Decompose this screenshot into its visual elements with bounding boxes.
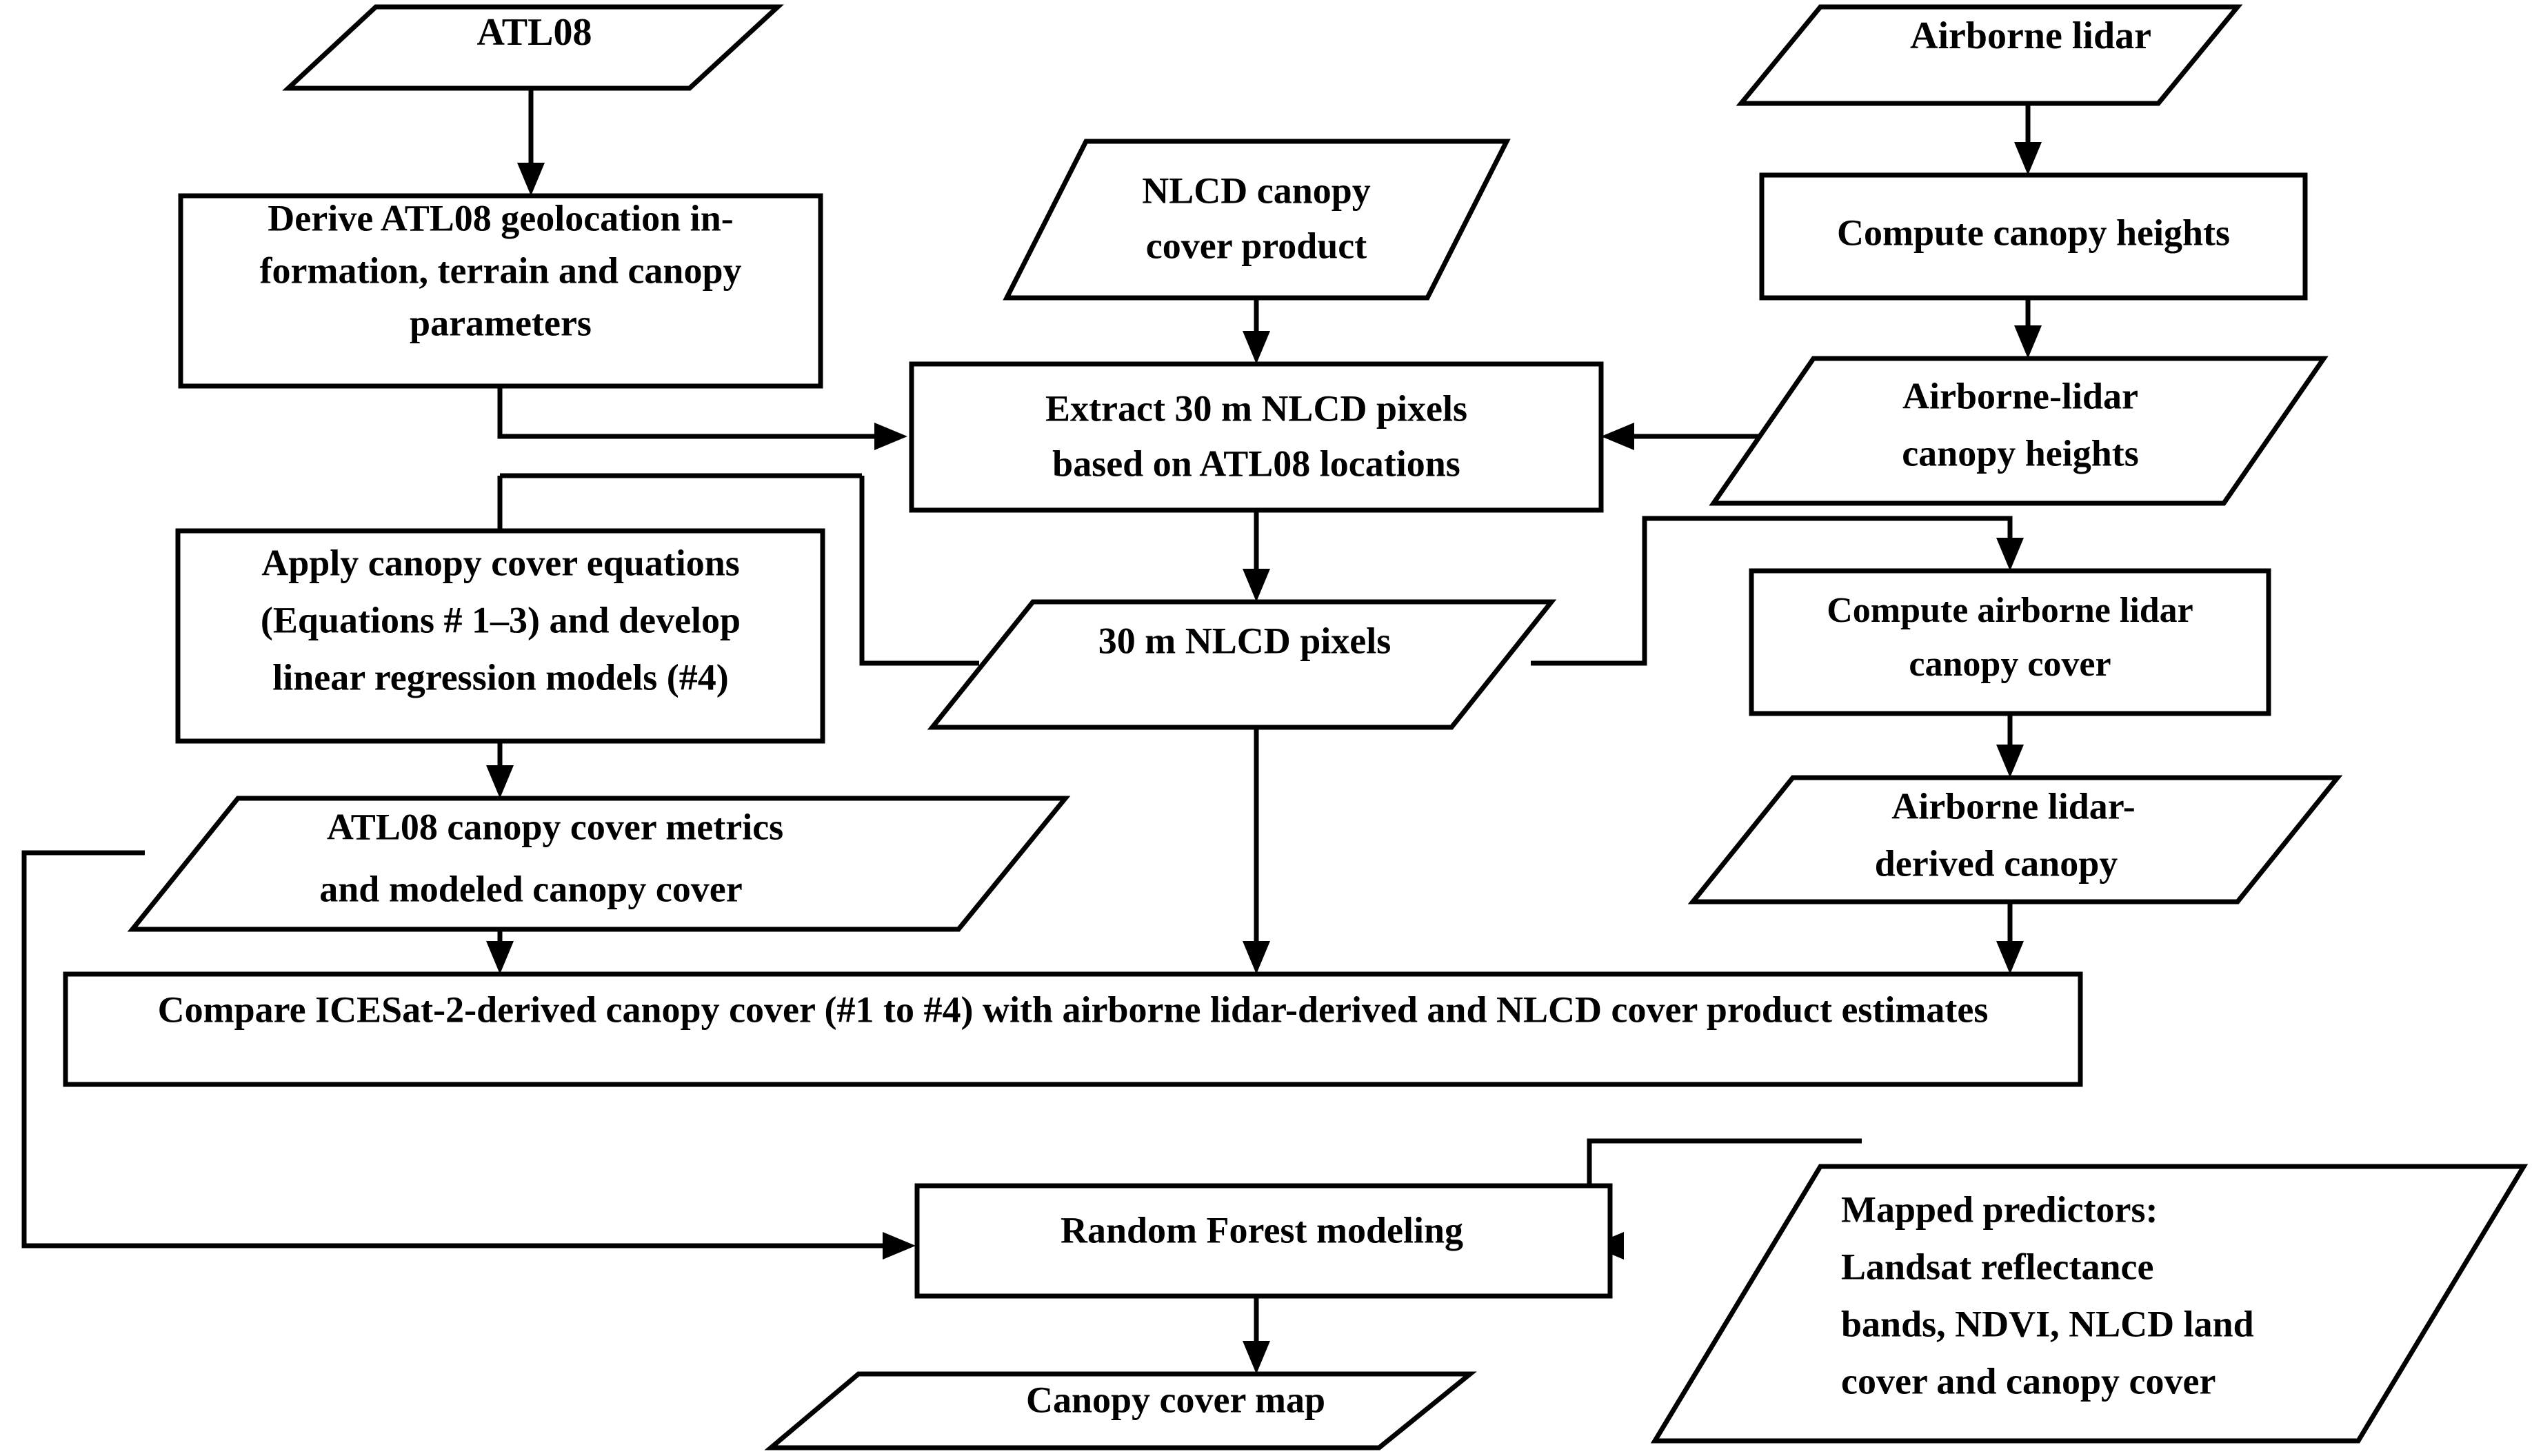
node-airborne-lidar-input-label: Airborne lidar	[1910, 14, 2151, 57]
node-mapped-predictors-line4: cover and canopy cover	[1841, 1360, 2216, 1402]
edge-derived-to-compare	[1996, 902, 2024, 974]
node-apply-equations[interactable]: Apply canopy cover equations (Equations …	[175, 528, 825, 744]
node-derive-geolocation-line1: Derive ATL08 geolocation in-	[268, 197, 733, 239]
edge-nlcd-pixels-to-apply	[859, 476, 979, 666]
edge-heights-to-lidar-heights	[2014, 298, 2042, 358]
node-atl08-input[interactable]: ATL08	[282, 4, 784, 91]
node-airborne-lidar-heights[interactable]: Airborne-lidar canopy heights	[1709, 356, 2329, 506]
node-mapped-predictors-line1: Mapped predictors:	[1841, 1189, 2158, 1230]
node-canopy-cover-map[interactable]: Canopy cover map	[764, 1371, 1477, 1450]
edge-compute-cover-to-derived	[1996, 714, 2024, 778]
node-airborne-lidar-heights-line1: Airborne-lidar	[1902, 375, 2138, 416]
node-airborne-lidar-derived-canopy[interactable]: Airborne lidar- derived canopy	[1687, 775, 2343, 904]
node-random-forest-modeling-label: Random Forest modeling	[1061, 1209, 1463, 1251]
node-airborne-lidar-derived-canopy-line1: Airborne lidar-	[1891, 785, 2135, 827]
node-apply-equations-line1: Apply canopy cover equations	[261, 542, 740, 583]
node-airborne-lidar-derived-canopy-line2: derived canopy	[1875, 842, 2118, 884]
node-apply-equations-line2: (Equations # 1–3) and develop	[261, 599, 741, 640]
node-apply-equations-line3: linear regression models (#4)	[272, 656, 728, 698]
edge-derive-to-extract	[497, 386, 907, 450]
edge-apply-to-metrics	[486, 741, 514, 798]
node-derive-geolocation-line3: parameters	[410, 302, 592, 343]
edge-extract-to-nlcd-pixels	[1243, 510, 1270, 602]
node-mapped-predictors-line2: Landsat reflectance	[1841, 1246, 2153, 1287]
node-compute-lidar-canopy-cover[interactable]: Compute airborne lidar canopy cover	[1749, 568, 2271, 716]
edge-nlcd-pixels-to-compare	[1243, 727, 1270, 974]
node-nlcd-canopy-product[interactable]: NLCD canopy cover product	[1003, 139, 1511, 301]
node-extract-nlcd-pixels[interactable]: Extract 30 m NLCD pixels based on ATL08 …	[909, 361, 1604, 513]
node-derive-geolocation[interactable]: Derive ATL08 geolocation in- formation, …	[178, 193, 823, 389]
edge-metrics-to-random-forest	[21, 850, 916, 1260]
node-airborne-lidar-input[interactable]: Airborne lidar	[1736, 4, 2243, 106]
node-mapped-predictors[interactable]: Mapped predictors: Landsat reflectance b…	[1650, 1164, 2529, 1444]
edge-atl08-to-derive	[517, 88, 545, 196]
node-derive-geolocation-line2: formation, terrain and canopy	[260, 250, 742, 291]
node-compare-canopy-cover-label: Compare ICESat-2-derived canopy cover (#…	[158, 989, 1989, 1030]
node-atl08-canopy-metrics-line2: and modeled canopy cover	[319, 868, 743, 909]
node-compute-canopy-heights-label: Compute canopy heights	[1837, 212, 2230, 253]
node-nlcd-canopy-product-line1: NLCD canopy	[1142, 170, 1371, 211]
node-nlcd-canopy-product-line2: cover product	[1146, 225, 1367, 266]
node-mapped-predictors-line3: bands, NDVI, NLCD land	[1841, 1303, 2254, 1344]
node-30m-nlcd-pixels[interactable]: 30 m NLCD pixels	[927, 599, 1557, 730]
edge-nlcd-to-extract	[1243, 298, 1270, 364]
node-compute-lidar-canopy-cover-line2: canopy cover	[1909, 645, 2111, 684]
node-canopy-cover-map-label: Canopy cover map	[1026, 1379, 1325, 1420]
node-compute-canopy-heights[interactable]: Compute canopy heights	[1759, 172, 2308, 301]
edge-random-forest-to-map	[1243, 1296, 1270, 1374]
node-atl08-canopy-metrics-line1: ATL08 canopy cover metrics	[327, 806, 783, 847]
node-compute-lidar-canopy-cover-line1: Compute airborne lidar	[1827, 591, 2193, 630]
edge-nlcd-pixels-to-compute-cover	[1531, 516, 2024, 666]
node-atl08-canopy-metrics[interactable]: ATL08 canopy cover metrics and modeled c…	[127, 796, 1071, 932]
node-30m-nlcd-pixels-label: 30 m NLCD pixels	[1098, 620, 1391, 661]
node-atl08-input-label: ATL08	[477, 11, 592, 54]
edge-lidar-heights-to-extract	[1601, 423, 1765, 450]
node-airborne-lidar-heights-line2: canopy heights	[1902, 432, 2139, 474]
node-random-forest-modeling[interactable]: Random Forest modeling	[914, 1183, 1613, 1299]
node-extract-nlcd-pixels-line1: Extract 30 m NLCD pixels	[1045, 387, 1467, 429]
edge-lidar-to-compute-heights	[2014, 103, 2042, 175]
edge-metrics-to-compare	[486, 929, 514, 974]
node-compare-canopy-cover[interactable]: Compare ICESat-2-derived canopy cover (#…	[63, 971, 2083, 1087]
node-extract-nlcd-pixels-line2: based on ATL08 locations	[1052, 443, 1460, 484]
